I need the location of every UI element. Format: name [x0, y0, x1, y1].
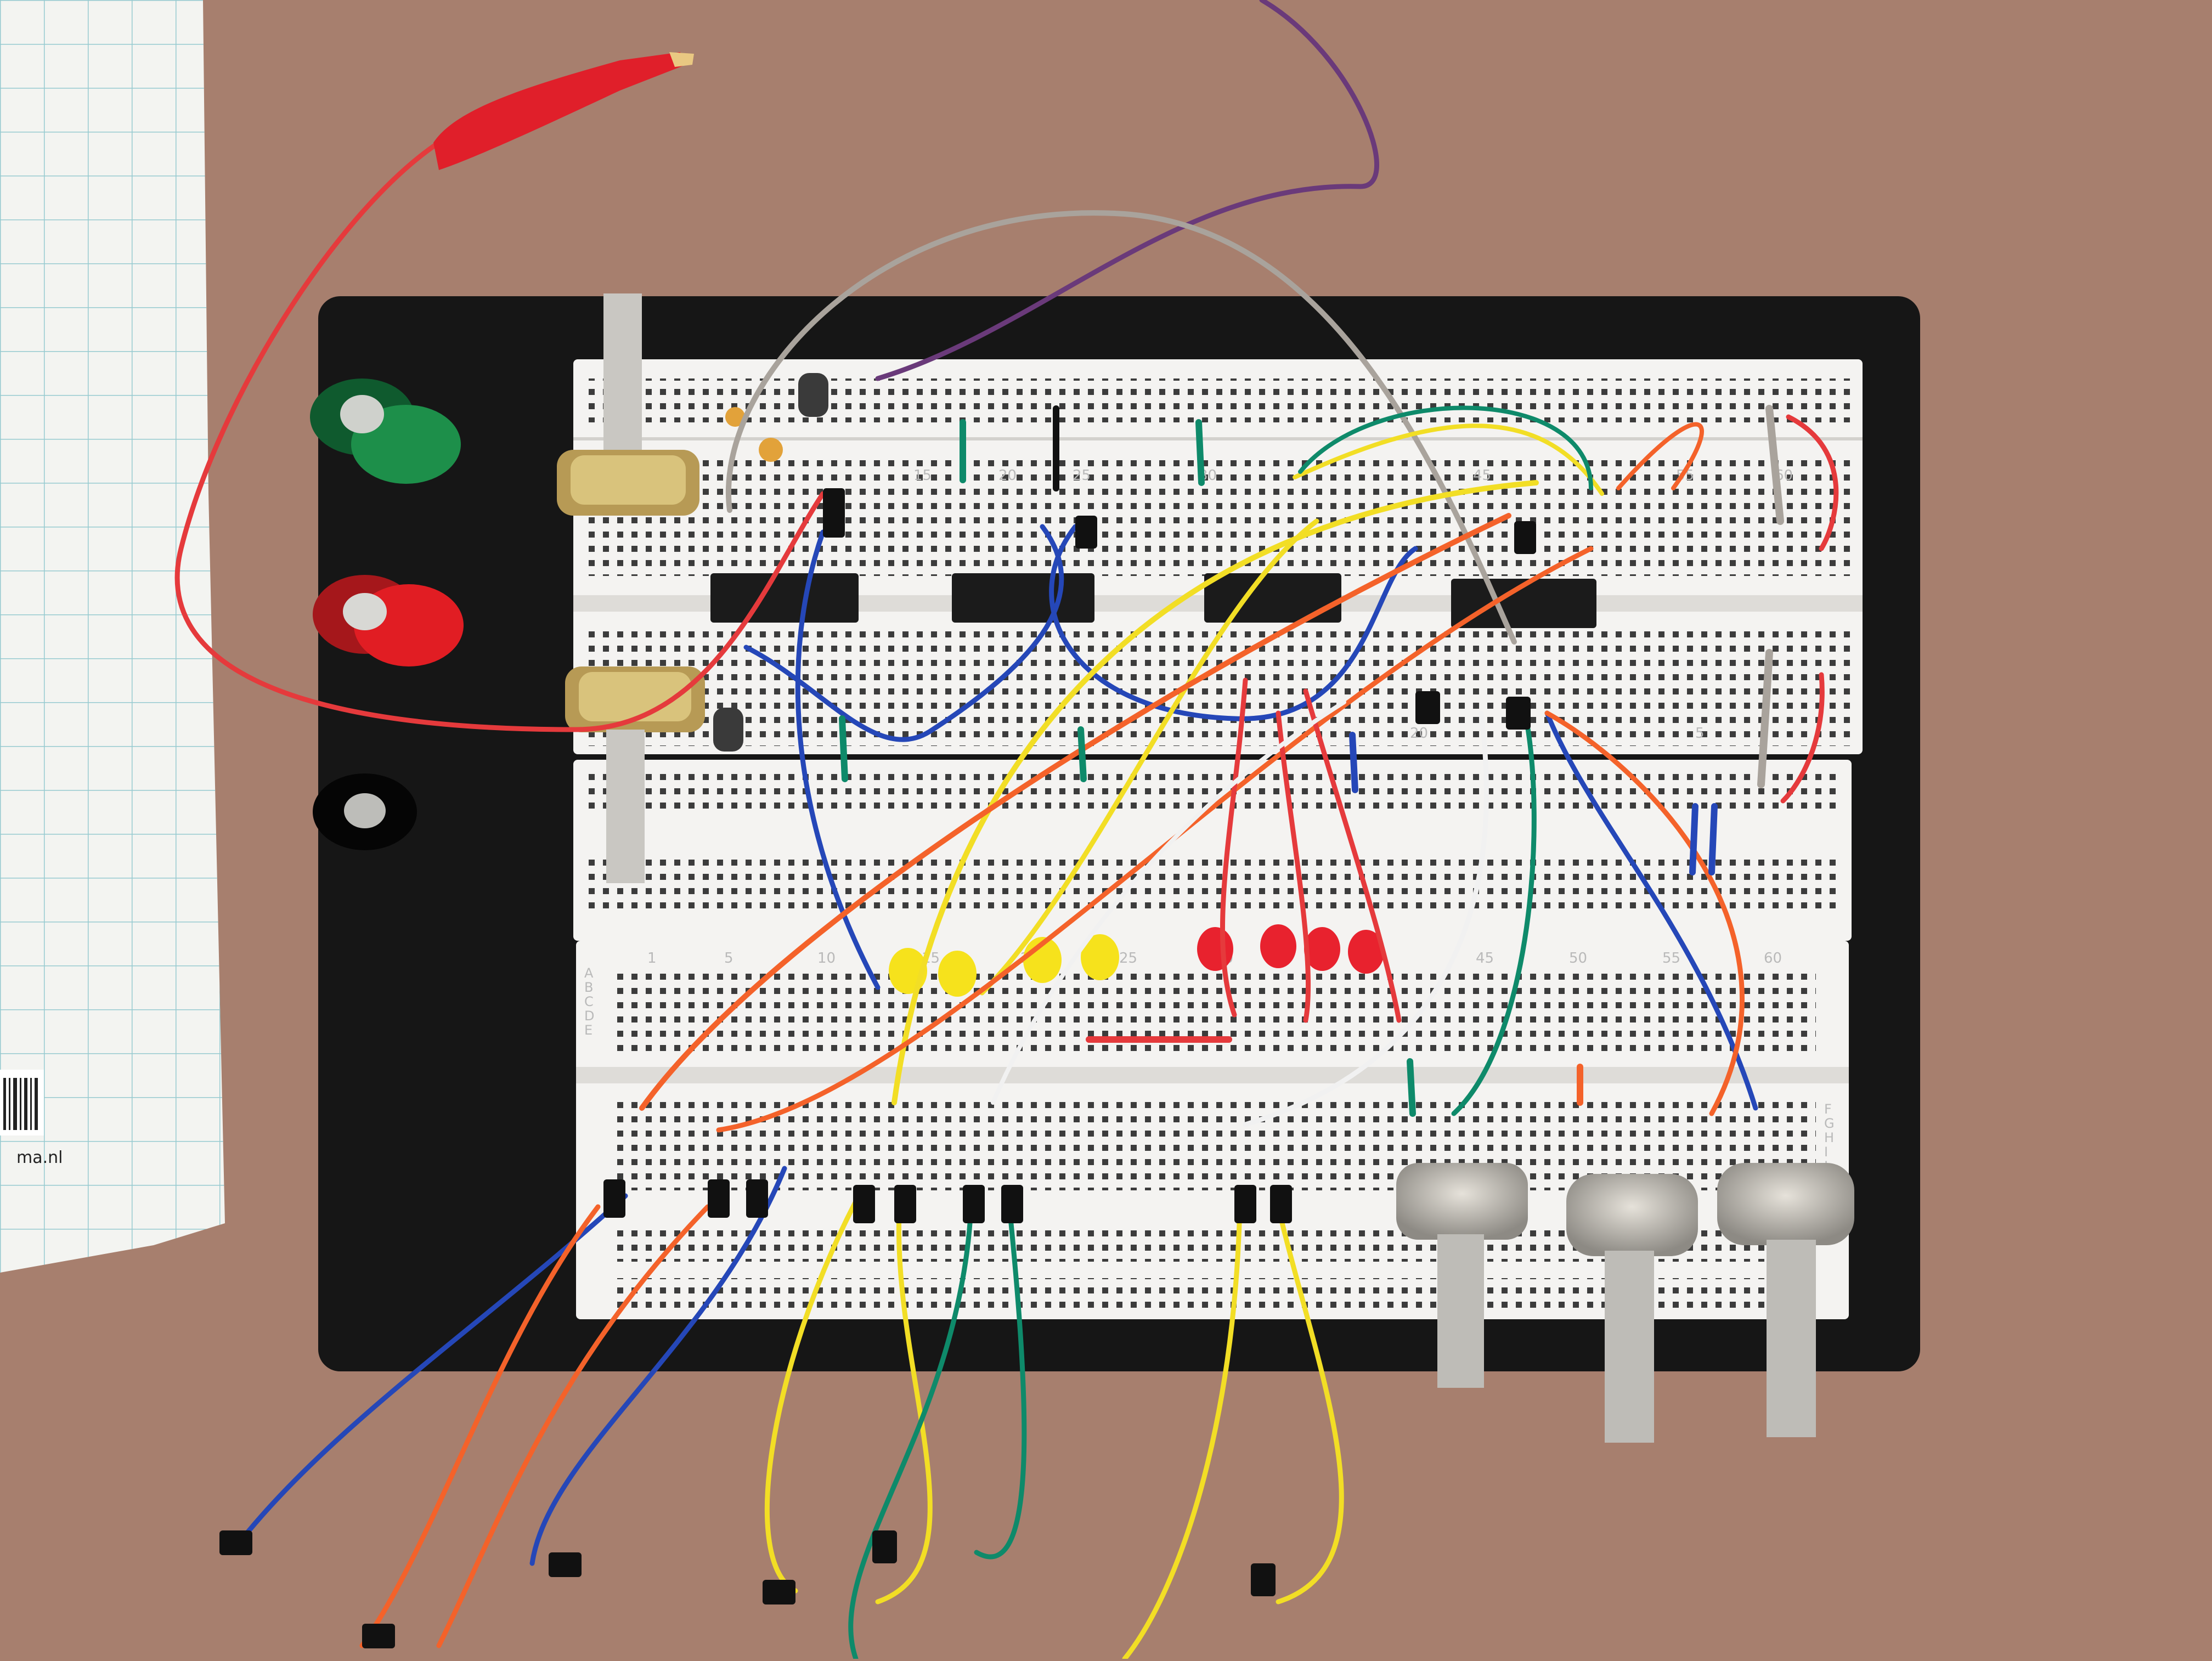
- board-label: 45: [1476, 950, 1494, 967]
- potentiometer: [1396, 1163, 1528, 1388]
- board-label: 60: [1764, 950, 1782, 967]
- row-letters: A B C D E F G H I J: [584, 965, 1835, 1174]
- board-label: 25: [1119, 950, 1137, 967]
- led-yellow: [938, 951, 977, 997]
- potentiometer: [1717, 1163, 1854, 1437]
- row-letter: A: [584, 965, 594, 981]
- board-label: 20: [998, 467, 1017, 484]
- board-label: 45: [1473, 467, 1491, 484]
- board-label: 10: [817, 950, 836, 967]
- capacitors: [713, 373, 828, 752]
- breadboard-upper: [573, 359, 1863, 754]
- board-label: 5: [1695, 725, 1705, 742]
- board-label: 15: [913, 467, 932, 484]
- led-red: [1348, 930, 1384, 974]
- row-letter: E: [584, 1022, 592, 1038]
- led-red: [1260, 924, 1296, 968]
- ic-chip: [710, 573, 859, 623]
- board-label: 50: [1569, 950, 1587, 967]
- binding-post-green: [310, 378, 461, 484]
- row-letter: D: [584, 1008, 594, 1024]
- board-label: 5: [724, 950, 733, 967]
- potentiometer: [565, 666, 705, 883]
- board-label: 1: [647, 950, 657, 967]
- board-label: 55: [1662, 950, 1680, 967]
- wire-connectors: [219, 488, 1536, 1648]
- row-letter: B: [584, 980, 593, 995]
- led-red: [1304, 927, 1340, 971]
- row-letter: H: [1824, 1130, 1834, 1145]
- alligator-clip: [433, 52, 694, 170]
- potentiometer: [1566, 1174, 1698, 1443]
- barcode-text: ma.nl: [16, 1148, 63, 1167]
- binding-post-red: [313, 575, 464, 666]
- board-label: 20: [1410, 725, 1428, 742]
- short-jumpers: [839, 405, 1784, 1117]
- graph-paper: ma.nl: [0, 0, 225, 1273]
- row-letter: F: [1824, 1101, 1832, 1117]
- ic-chip: [952, 573, 1094, 623]
- ic-chip: [1204, 573, 1341, 623]
- led-red: [1197, 927, 1233, 971]
- led-yellow: [1081, 934, 1119, 980]
- breadboard-lower: [576, 941, 1849, 1319]
- row-letter: I: [1824, 1144, 1828, 1160]
- leds-red: [1197, 924, 1384, 974]
- board-label: 25: [1073, 467, 1091, 484]
- ic-chip: [1451, 579, 1596, 628]
- row-letter: C: [584, 994, 594, 1009]
- potentiometer: [557, 293, 699, 516]
- row-letter: G: [1824, 1116, 1835, 1131]
- barcode: [0, 1070, 44, 1135]
- binding-post-black: [313, 773, 417, 850]
- breadboard-middle: [573, 760, 1852, 941]
- jumper-wires: [174, 0, 1839, 1661]
